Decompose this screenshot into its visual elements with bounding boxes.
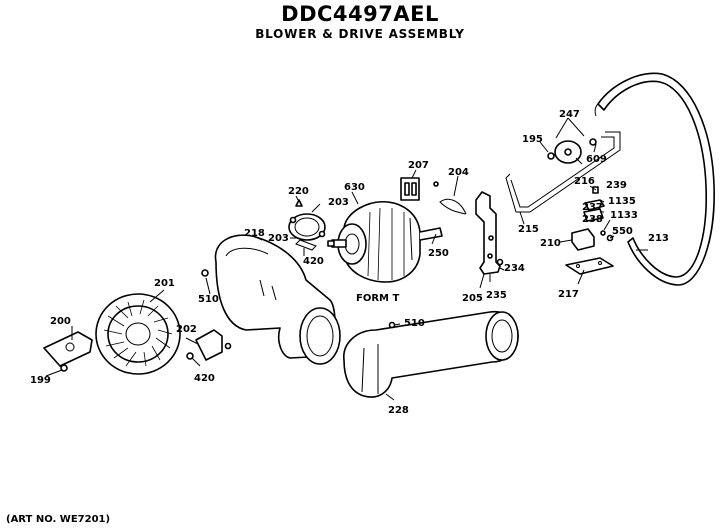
motor-clamp-203: [288, 199, 326, 251]
callout-247: 247: [559, 109, 580, 120]
callout-510-housing: 510: [198, 294, 219, 305]
callout-205: 205: [462, 293, 483, 304]
callout-550: 550: [612, 226, 633, 237]
callout-234: 234: [504, 263, 525, 274]
callout-420-upper: 420: [303, 256, 324, 267]
plate-217: [565, 257, 614, 275]
assembly-title: BLOWER & DRIVE ASSEMBLY: [255, 27, 465, 41]
callout-218: 218: [244, 228, 265, 239]
callout-237: 237: [582, 202, 603, 213]
callout-630: 630: [344, 182, 365, 193]
callout-220: 220: [288, 186, 309, 197]
callout-1135: 1135: [608, 196, 636, 207]
model-title: DDC4497AEL: [281, 2, 439, 26]
callout-609: 609: [586, 154, 607, 165]
callout-217: 217: [558, 289, 579, 300]
callout-202: 202: [176, 324, 197, 335]
idler-pulley-216: [547, 138, 597, 164]
callout-228: 228: [388, 405, 409, 416]
callout-form-t: FORM T: [356, 293, 399, 304]
callout-420-lower: 420: [194, 373, 215, 384]
callout-203-lower: 203: [268, 233, 289, 244]
callout-201: 201: [154, 278, 175, 289]
callout-199: 199: [30, 375, 51, 386]
callout-250: 250: [428, 248, 449, 259]
heater-bracket-200: [43, 331, 93, 372]
callout-235: 235: [486, 290, 507, 301]
callout-1133: 1133: [610, 210, 638, 221]
blower-housing-218: [201, 234, 341, 365]
callout-203-upper: 203: [328, 197, 349, 208]
callout-510-duct: 510: [404, 318, 425, 329]
art-number: (ART NO. WE7201): [6, 514, 111, 525]
callout-213: 213: [648, 233, 669, 244]
idler-arm-215: [505, 131, 621, 213]
leader-lines: [45, 117, 648, 401]
blower-wheel-201: [95, 293, 181, 375]
bracket-202: [186, 329, 232, 361]
callout-207: 207: [408, 160, 429, 171]
callout-238: 238: [582, 214, 603, 225]
motor-switch-207: [400, 177, 439, 201]
motor-mount-205: [439, 191, 504, 282]
callout-204: 204: [448, 167, 469, 178]
bracket-210: [571, 228, 614, 251]
callout-200: 200: [50, 316, 71, 327]
exhaust-duct-228: [343, 311, 519, 398]
callout-195: 195: [522, 134, 543, 145]
callout-210: 210: [540, 238, 561, 249]
drive-belt-213: [594, 72, 715, 286]
callout-215: 215: [518, 224, 539, 235]
drive-motor-630: [327, 201, 443, 283]
callout-239: 239: [606, 180, 627, 191]
callout-216: 216: [574, 176, 595, 187]
